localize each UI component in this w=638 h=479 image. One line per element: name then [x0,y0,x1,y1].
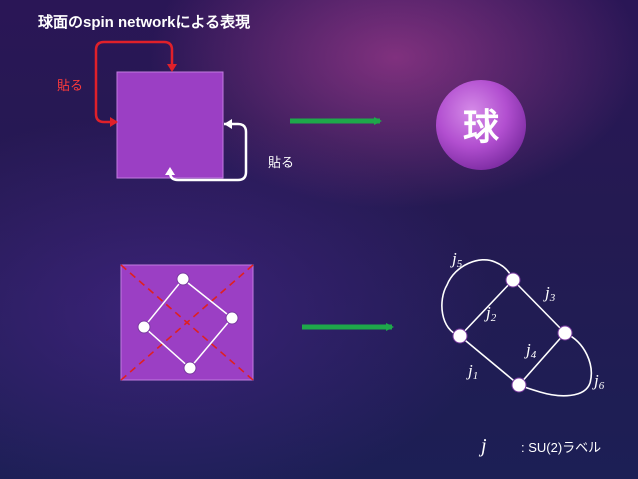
graph-node-bottom [511,377,527,393]
paste-label-left: 貼る [57,78,83,93]
label-j4-main: j [524,340,531,359]
paste-label-right: 貼る [268,155,294,170]
sphere [436,80,526,170]
slide-title: 球面のspin networkによる表現 [38,13,250,31]
graph-node-right [557,325,573,341]
graph-node-top [505,272,521,288]
edge-j5 [441,258,514,337]
label-j3: j3 [543,283,556,304]
square-node-bottom [183,361,197,375]
paste-arrow-red-head-top [167,64,177,72]
edge-j2 [459,279,514,337]
label-j2-sub: 2 [491,312,497,324]
label-j1-main: j [466,361,473,380]
label-j5-sub: 5 [457,258,463,270]
label-j6: j6 [592,371,605,392]
label-j4-sub: 4 [531,349,537,361]
label-j4: j4 [524,340,537,361]
label-j1-sub: 1 [473,370,479,382]
edge-j3 [512,279,566,334]
edge-j4 [518,332,566,386]
legend-text: : SU(2)ラベル [521,440,601,455]
label-j5-main: j [450,249,457,268]
label-j1: j1 [466,361,478,382]
paste-arrow-white [168,122,248,182]
paste-arrow-red-head-left [110,117,118,127]
square-node-right [225,311,239,325]
legend-symbol: j [478,435,487,457]
edge-j1 [459,335,520,386]
paste-arrow-white-head-right [224,119,232,129]
label-j6-main: j [592,371,599,390]
dashed-diagonal-2 [120,264,254,381]
label-j2-main: j [484,303,491,322]
edge-j6 [518,332,592,397]
graph-node-left [452,328,468,344]
square-face [116,71,224,179]
square-node-left [137,320,151,334]
sphere-label: 球 [463,106,500,147]
spin-network-graph [441,258,592,397]
label-j6-sub: 6 [599,380,605,392]
paste-arrow-red [94,40,174,124]
label-j3-sub: 3 [549,292,556,304]
paste-arrow-white-head-bottom [165,167,175,175]
label-j3-main: j [543,283,550,302]
label-j2: j2 [484,303,497,324]
label-j5: j5 [450,249,463,270]
square-node-top [176,272,190,286]
